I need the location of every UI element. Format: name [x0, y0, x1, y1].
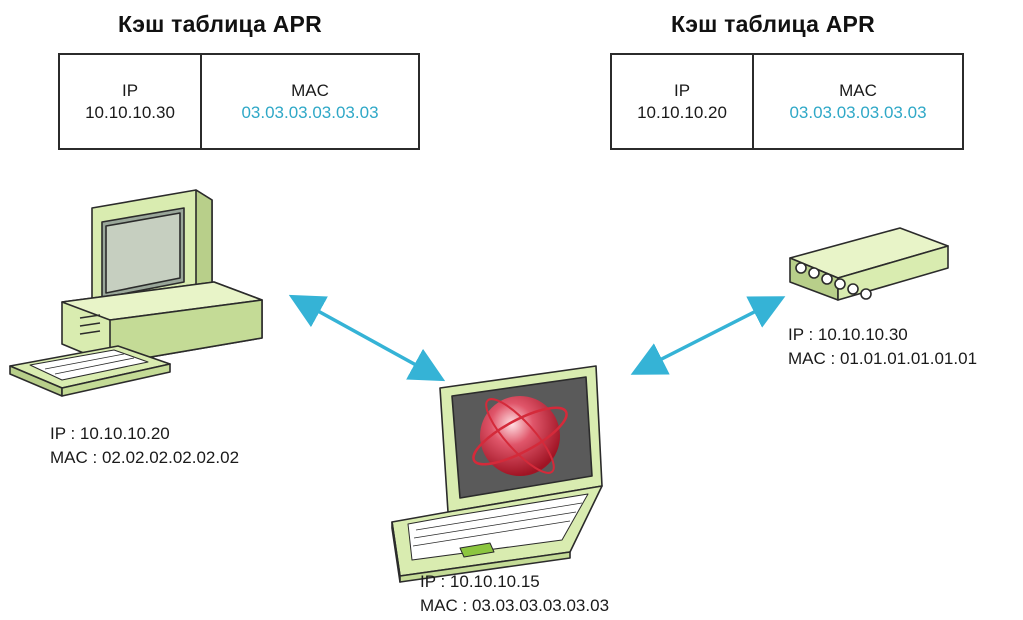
- mac-cell: MAC 03.03.03.03.03.03: [754, 55, 962, 148]
- network-switch-icon: [789, 227, 949, 301]
- arp-table-right: IP 10.10.10.20 MAC 03.03.03.03.03.03: [610, 53, 964, 150]
- ip-cell: IP 10.10.10.20: [612, 55, 754, 148]
- switch-ip: IP : 10.10.10.30: [788, 325, 908, 344]
- mac-cell: MAC 03.03.03.03.03.03: [202, 55, 418, 148]
- mac-value: 03.03.03.03.03.03: [241, 102, 379, 122]
- desktop-computer-icon: [9, 189, 263, 397]
- laptop-mac: MAC : 03.03.03.03.03.03: [420, 596, 610, 615]
- arp-table-title-left: Кэш таблица APR: [118, 11, 322, 37]
- switch-address-label: IP : 10.10.10.30 MAC : 01.01.01.01.01.01: [788, 323, 977, 371]
- laptop-attacker-icon: [391, 365, 603, 583]
- mac-value: 03.03.03.03.03.03: [789, 102, 927, 122]
- ip-header: IP: [121, 80, 139, 100]
- ip-cell: IP 10.10.10.30: [60, 55, 202, 148]
- pc-mac: MAC : 02.02.02.02.02.02: [50, 448, 240, 467]
- ip-value: 10.10.10.20: [637, 102, 727, 122]
- pc-ip: IP : 10.10.10.20: [50, 424, 170, 443]
- arrow-switch-laptop: [630, 296, 786, 375]
- arrow-pc-laptop: [288, 294, 446, 382]
- ip-value: 10.10.10.30: [85, 102, 175, 122]
- mac-header: MAC: [839, 80, 877, 100]
- arp-table-left: IP 10.10.10.30 MAC 03.03.03.03.03.03: [58, 53, 420, 150]
- switch-mac: MAC : 01.01.01.01.01.01: [788, 349, 978, 368]
- laptop-address-label: IP : 10.10.10.15 MAC : 03.03.03.03.03.03: [420, 570, 609, 618]
- pc-address-label: IP : 10.10.10.20 MAC : 02.02.02.02.02.02: [50, 422, 239, 470]
- ip-header: IP: [673, 80, 691, 100]
- laptop-ip: IP : 10.10.10.15: [420, 572, 540, 591]
- arp-table-title-right: Кэш таблица APR: [671, 11, 875, 37]
- mac-header: MAC: [291, 80, 329, 100]
